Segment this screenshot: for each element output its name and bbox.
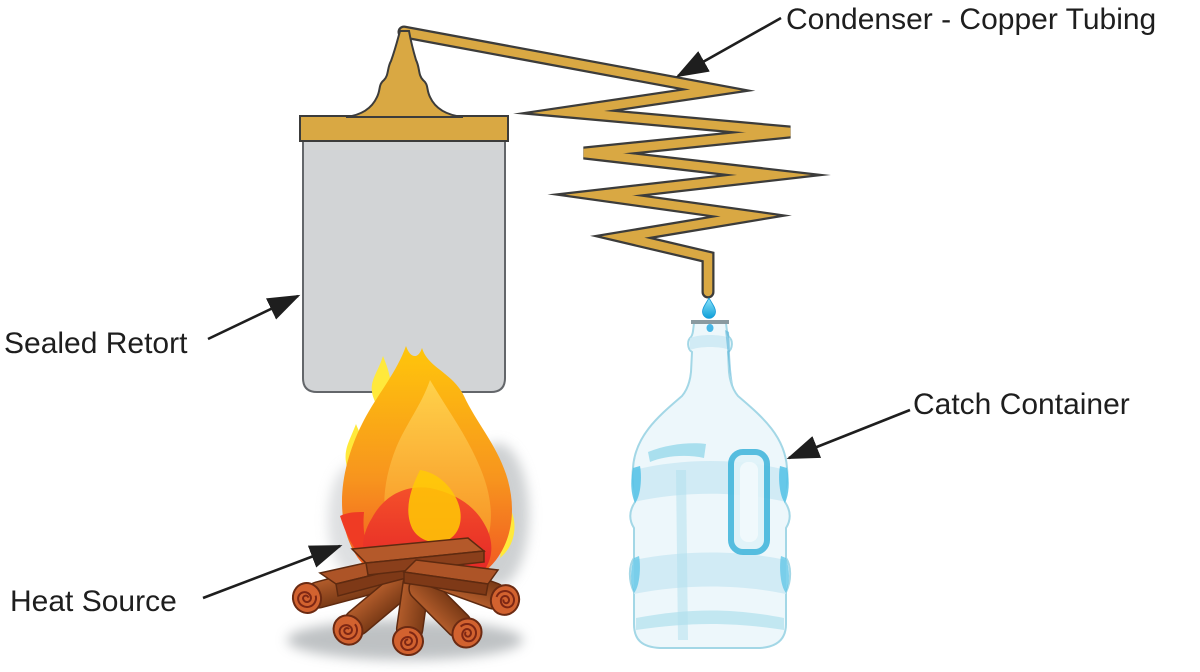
logs [287,537,523,660]
heat-source-arrow [202,544,343,600]
log-spiral [495,590,515,609]
sealed-retort-label: Sealed Retort [4,327,188,360]
retort-spout [345,30,464,118]
log-spiral [338,623,358,640]
water-drop [702,297,716,319]
retort-vessel [302,139,506,393]
catch-container-label: Catch Container [913,388,1130,421]
log-end [451,617,483,649]
log [332,571,416,646]
bottle-mouth-rim [691,320,729,324]
log-end [291,582,323,614]
plank-front-face [403,571,489,596]
bottle-lower-accent-right [780,556,789,593]
tube-fill [399,27,812,297]
bottle-neck-shade [725,330,734,390]
sealed-retort-arrow [207,294,301,341]
flame-core-highlight [408,470,461,543]
sealed-retort [299,30,509,393]
plank [402,559,500,596]
heat-source-label: Heat Source [10,585,177,618]
log-end [332,614,364,646]
bottle-lower-rib [634,552,786,594]
handle-inner [740,462,758,542]
log-spiral [297,591,317,608]
retort-lid [299,115,509,142]
bottle-lower-accent-left [631,556,640,593]
bottle-rib-accent-right [779,466,789,503]
bottle-inner-streak [676,470,688,640]
drop-icon [702,297,716,319]
catch-container-arrow [786,408,911,460]
bottle-bottom-band [636,610,784,630]
bottle-mouth-drop [706,324,714,332]
bottle-shoulder-streak [648,443,706,462]
bottle-rib-accent-left [631,466,641,503]
bottle-neck-ring [690,335,730,350]
condenser-arrow [675,16,782,78]
catch-container [628,320,792,649]
bottle-handle [728,449,770,555]
log-end [489,584,521,616]
annotations: Condenser - Copper Tubing Sealed Retort … [4,3,1156,618]
condenser-label: Condenser - Copper Tubing [786,3,1156,36]
log-spiral [400,631,418,651]
log-spiral [459,623,477,643]
condenser-coil [397,25,831,299]
